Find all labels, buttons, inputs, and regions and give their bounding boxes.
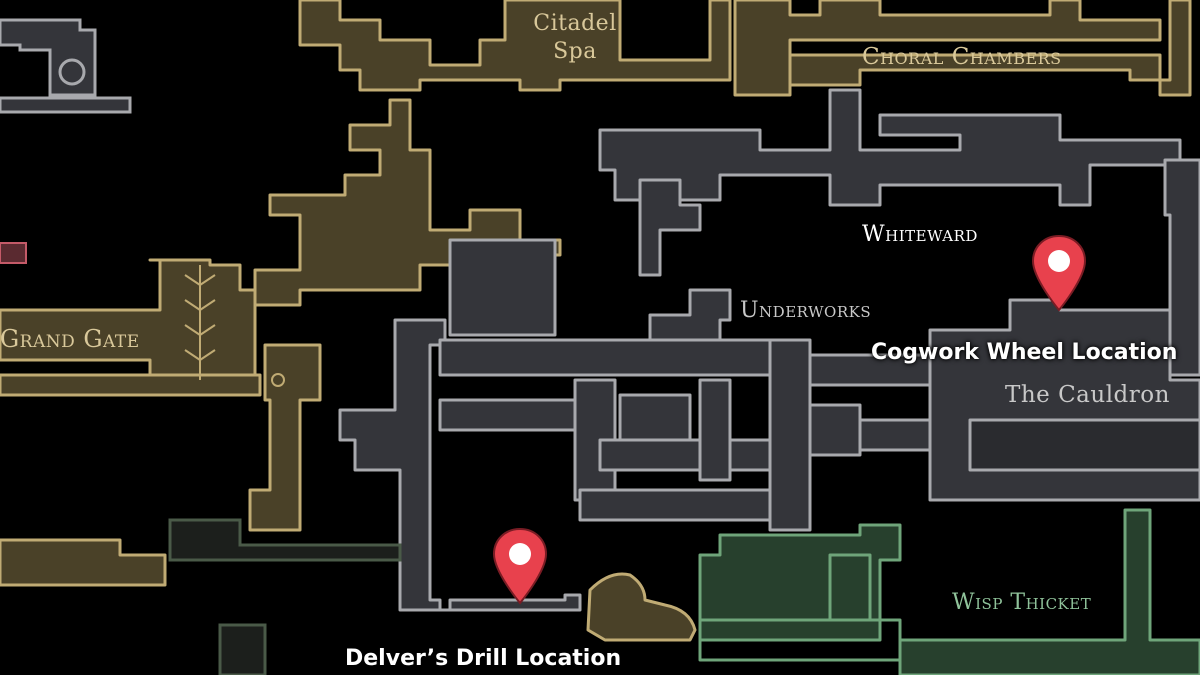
area-label-wisp-thicket: Wisp Thicket (952, 590, 1092, 615)
area-label-citadel-spa: Citadel Spa (533, 11, 617, 64)
shrine-decor (0, 18, 132, 114)
area-label-choral-chambers: Choral Chambers (862, 44, 1062, 70)
underworks-region (338, 88, 1200, 612)
delvers-drill-marker[interactable] (490, 527, 550, 607)
lower-corridors (168, 518, 402, 675)
cogwork-wheel-label: Cogwork Wheel Location (871, 340, 1178, 365)
area-label-the-cauldron: The Cauldron (1005, 382, 1170, 408)
area-label-whiteward: Whiteward (862, 222, 978, 247)
delvers-drill-label: Delver’s Drill Location (345, 646, 622, 671)
gate-decor (184, 265, 285, 387)
wisp-thicket-region (698, 508, 1200, 675)
citadel-region (0, 0, 1192, 642)
area-label-underworks: Underworks (740, 298, 872, 323)
map-pin-icon (492, 527, 548, 605)
area-label-grand-gate: Grand Gate (0, 325, 140, 353)
cogwork-wheel-marker[interactable] (1029, 234, 1089, 314)
map-pin-icon (1031, 234, 1087, 312)
